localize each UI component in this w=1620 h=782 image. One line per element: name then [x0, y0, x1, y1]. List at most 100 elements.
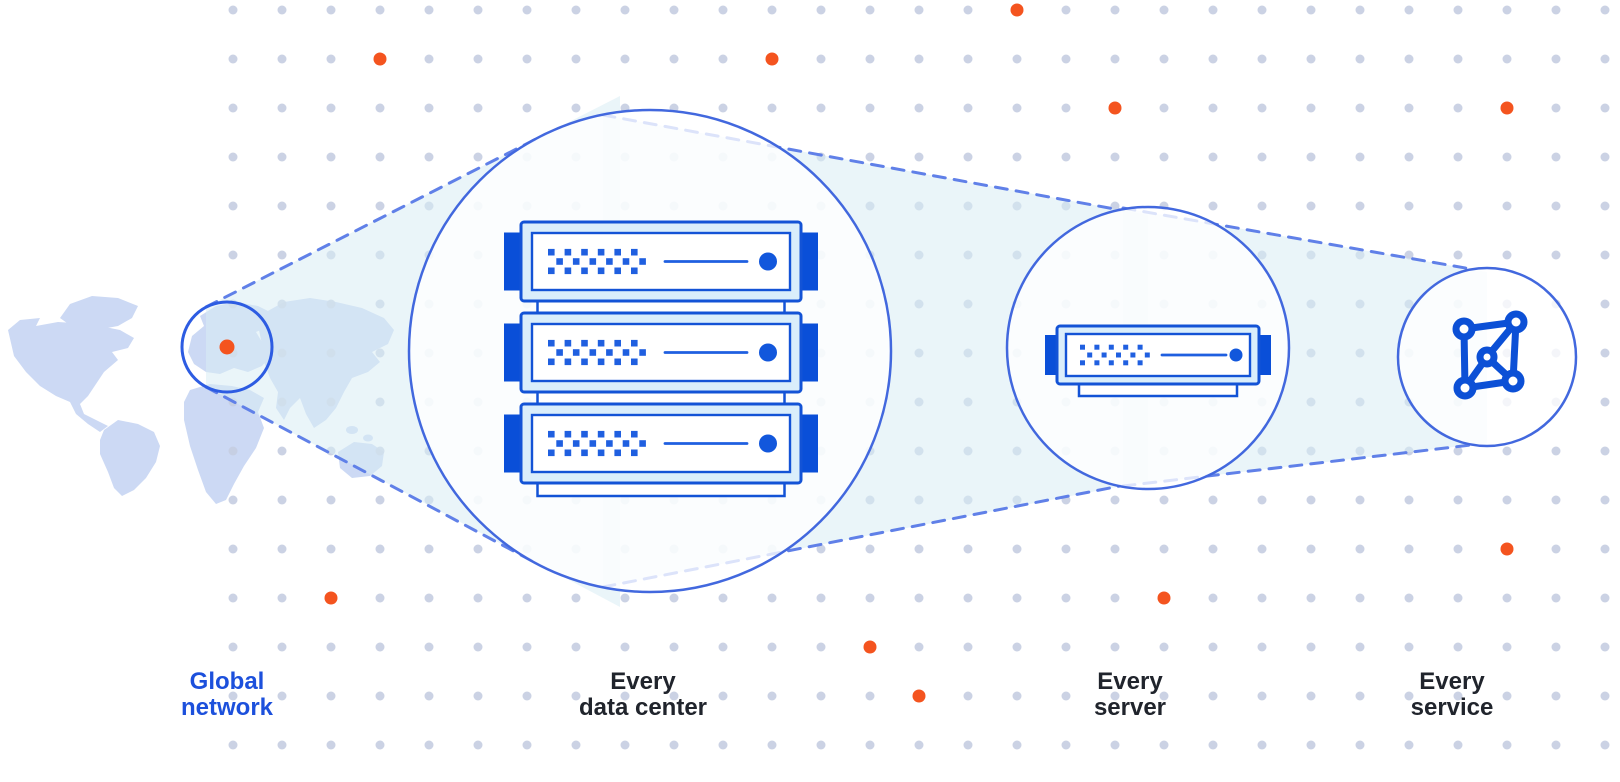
grid-dot [1502, 740, 1512, 750]
grid-dot [1600, 54, 1610, 64]
grid-dot [1257, 54, 1267, 64]
grid-dot [571, 5, 581, 15]
grid-dot [1257, 544, 1267, 554]
grid-dot [963, 54, 973, 64]
server-side-tab [504, 414, 523, 473]
grid-dot [1159, 740, 1169, 750]
grid-dot [375, 495, 385, 505]
grid-dot [473, 691, 483, 701]
grid-dot [1012, 691, 1022, 701]
grid-dot [424, 642, 434, 652]
label-every-server: Every server [1094, 668, 1166, 721]
grid-dot [1061, 593, 1071, 603]
grid-dot [963, 642, 973, 652]
grid-dot [375, 152, 385, 162]
grid-dot [1306, 544, 1316, 554]
grid-dot [1600, 299, 1610, 309]
grid-dot [1355, 495, 1365, 505]
grid-dot [914, 642, 924, 652]
label-global-network: Global network [181, 668, 274, 721]
server-unit [504, 311, 818, 407]
grid-dot [277, 54, 287, 64]
grid-dot [1061, 740, 1071, 750]
grid-dot [277, 593, 287, 603]
accent-dot [1157, 591, 1171, 605]
grid-dot [1110, 5, 1120, 15]
grid-dot [718, 691, 728, 701]
grid-dot [1257, 495, 1267, 505]
grid-dot [1404, 691, 1414, 701]
accent-dot [1500, 542, 1514, 556]
grid-dot [767, 691, 777, 701]
grid-dot [228, 495, 238, 505]
grid-dot [1600, 446, 1610, 456]
grid-dot [1453, 152, 1463, 162]
grid-dot [963, 544, 973, 554]
north-america [8, 318, 134, 432]
grid-dot [228, 446, 238, 456]
grid-dot [1208, 593, 1218, 603]
grid-dot [1159, 54, 1169, 64]
grid-dot [1306, 54, 1316, 64]
grid-dot [1502, 152, 1512, 162]
server-side-tab [799, 232, 818, 291]
grid-dot [228, 201, 238, 211]
server-side-tab [799, 414, 818, 473]
grid-dot [522, 740, 532, 750]
grid-dot [1159, 152, 1169, 162]
grid-dot [1110, 691, 1120, 701]
grid-dot [1208, 152, 1218, 162]
server-led-pattern [548, 430, 646, 457]
dashed-line [204, 137, 538, 309]
grid-dot [1257, 593, 1267, 603]
grid-dot [1404, 5, 1414, 15]
server-panel [530, 413, 792, 474]
grid-dot [375, 593, 385, 603]
server-panel [530, 231, 792, 292]
grid-dot [767, 103, 777, 113]
grid-dot [473, 5, 483, 15]
grid-dot [1257, 5, 1267, 15]
grid-dot [865, 691, 875, 701]
grid-dot [277, 103, 287, 113]
grid-dot [1061, 103, 1071, 113]
server-led-pattern [1080, 344, 1150, 366]
grid-dot [571, 593, 581, 603]
grid-dot [1404, 103, 1414, 113]
grid-dot [1110, 740, 1120, 750]
grid-dot [228, 250, 238, 260]
grid-dot [767, 642, 777, 652]
grid-dot [1453, 642, 1463, 652]
grid-dot [277, 740, 287, 750]
grid-dot [375, 201, 385, 211]
grid-dot [1453, 544, 1463, 554]
grid-dot [1061, 544, 1071, 554]
grid-dot [718, 642, 728, 652]
network-node [1453, 376, 1477, 400]
south-america [100, 420, 160, 496]
grid-dot [1404, 642, 1414, 652]
grid-dot [228, 5, 238, 15]
grid-dot [1012, 152, 1022, 162]
grid-dot [1551, 544, 1561, 554]
grid-dot [424, 152, 434, 162]
grid-dot [1355, 152, 1365, 162]
grid-dot [669, 54, 679, 64]
grid-dot [1600, 495, 1610, 505]
grid-dot [816, 54, 826, 64]
grid-dot [1061, 5, 1071, 15]
grid-dot [1110, 152, 1120, 162]
label-every-data-center: Every data center [579, 668, 707, 721]
grid-dot [620, 54, 630, 64]
label-every-data-center-line1: Every [610, 668, 676, 695]
grid-dot [1110, 593, 1120, 603]
grid-dot [1453, 103, 1463, 113]
grid-dot [865, 740, 875, 750]
grid-dot [620, 593, 630, 603]
grid-dot [669, 593, 679, 603]
grid-dot [914, 740, 924, 750]
network-node [1501, 369, 1525, 393]
grid-dot [1061, 691, 1071, 701]
grid-dot [1257, 201, 1267, 211]
label-every-server-line2: server [1094, 694, 1166, 721]
